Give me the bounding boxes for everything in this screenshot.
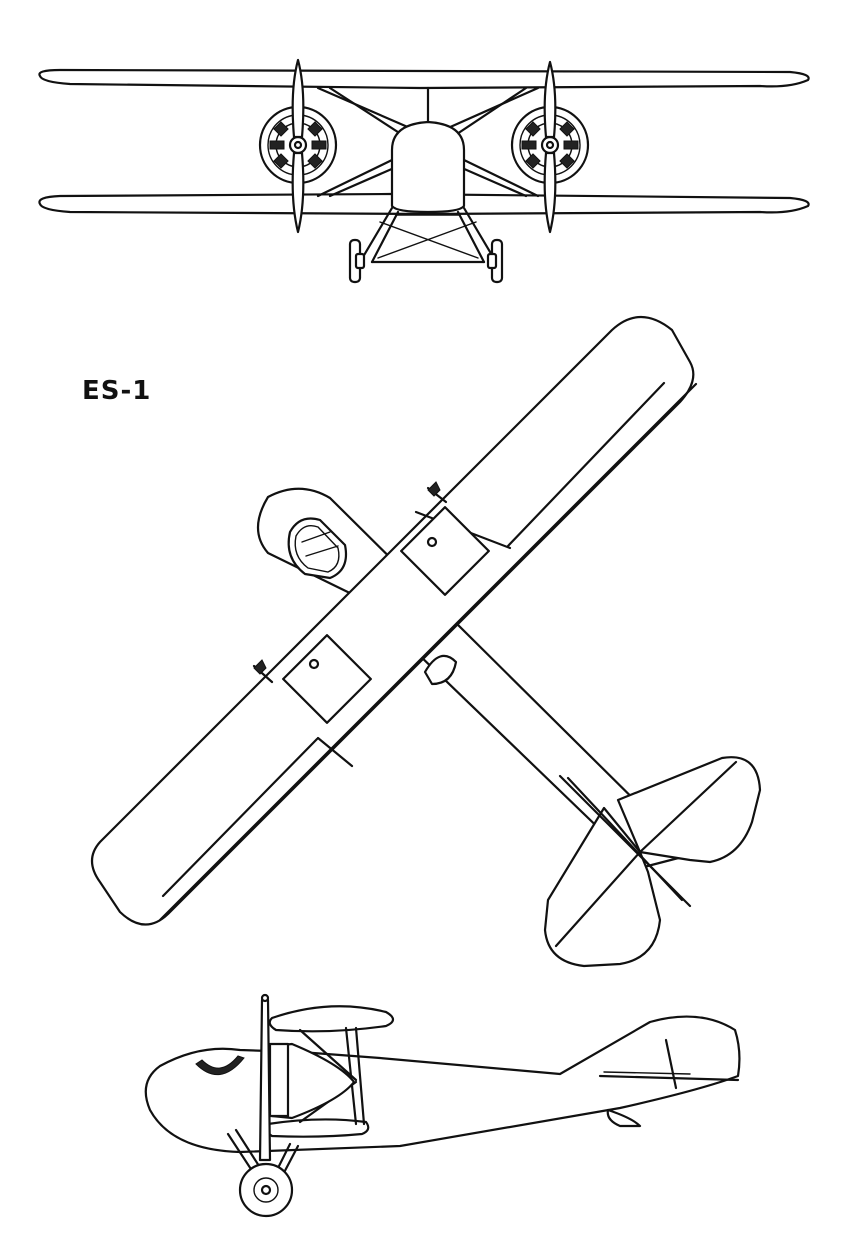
side-engine-nacelle (270, 1042, 356, 1120)
plan-wing (90, 316, 695, 926)
side-upper-wing (268, 1005, 395, 1033)
front-propeller-right (543, 60, 557, 234)
front-propeller-left (291, 58, 305, 234)
front-wheel-right (486, 238, 504, 284)
front-fuselage (390, 120, 466, 214)
plan-cockpit (287, 517, 348, 580)
side-lower-wing (264, 1118, 370, 1138)
front-view (38, 58, 810, 284)
aircraft-designation-label: ES-1 (82, 376, 152, 406)
plan-marker-lower (252, 659, 274, 684)
side-propeller (258, 998, 272, 1162)
plan-engine-nacelle-lower (282, 634, 372, 724)
front-upper-wing (38, 68, 810, 90)
side-wheel (238, 1162, 294, 1218)
side-fuselage (144, 1015, 741, 1154)
plan-engine-nacelle-upper (400, 506, 490, 596)
side-view (144, 993, 741, 1218)
side-cockpit (195, 1055, 245, 1076)
front-landing-gear (358, 206, 498, 264)
front-lower-wing (38, 192, 810, 216)
front-engine-right (510, 60, 590, 234)
front-wheel-left (348, 238, 366, 284)
plan-view (90, 316, 762, 968)
plan-tailplane (543, 756, 762, 968)
plan-marker-upper (426, 481, 448, 504)
front-engine-left (258, 58, 338, 234)
